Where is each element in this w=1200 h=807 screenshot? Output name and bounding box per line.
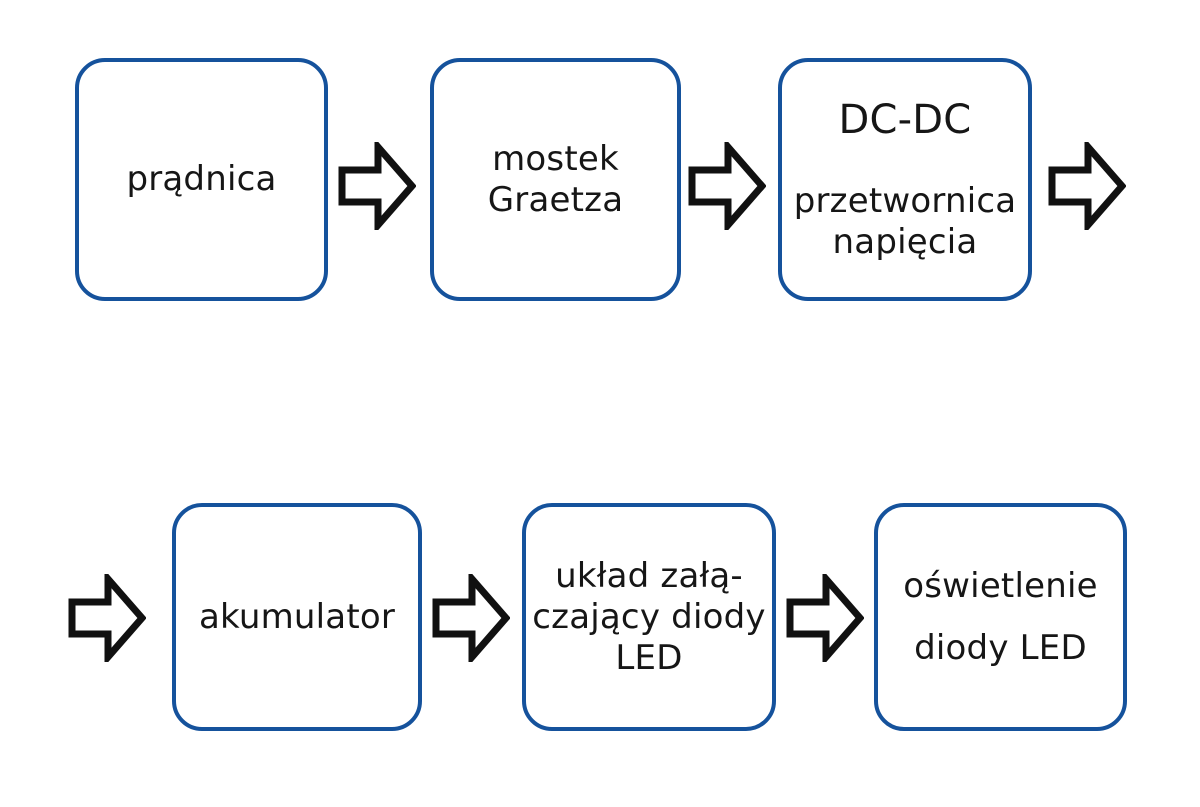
arrow-right-icon-1 [338, 142, 416, 230]
node-oswietlenie-diody-led[interactable]: oświetlenie diody LED [874, 503, 1127, 731]
node-label-line: akumulator [198, 596, 396, 637]
node-akumulator[interactable]: akumulator [172, 503, 422, 731]
node-label-line: napięcia [832, 221, 978, 262]
node-label-line: Graetza [487, 179, 624, 220]
node-heading-line: DC-DC [838, 96, 972, 143]
node-pradnica[interactable]: prądnica [75, 58, 328, 301]
arrow-right-icon-4 [68, 574, 146, 662]
arrow-right-icon-6 [786, 574, 864, 662]
node-label-line: czający diody [532, 596, 766, 637]
node-label-line: mostek [492, 138, 619, 179]
node-mostek-graetza[interactable]: mostek Graetza [430, 58, 681, 301]
node-label-line: układ załą- [555, 555, 743, 596]
node-label-line: oświetlenie [903, 566, 1098, 606]
node-label-line: diody LED [914, 628, 1087, 668]
node-label-line: przetwornica [793, 180, 1017, 221]
arrow-right-icon-5 [432, 574, 510, 662]
node-label-line: prądnica [126, 159, 277, 199]
node-label-line: LED [615, 637, 683, 678]
arrow-right-icon-2 [688, 142, 766, 230]
arrow-right-icon-3 [1048, 142, 1126, 230]
node-uklad-zalaczajacy-diody-led[interactable]: układ załą- czający diody LED [522, 503, 776, 731]
node-dc-dc-przetwornica[interactable]: DC-DC przetwornica napięcia [778, 58, 1032, 301]
